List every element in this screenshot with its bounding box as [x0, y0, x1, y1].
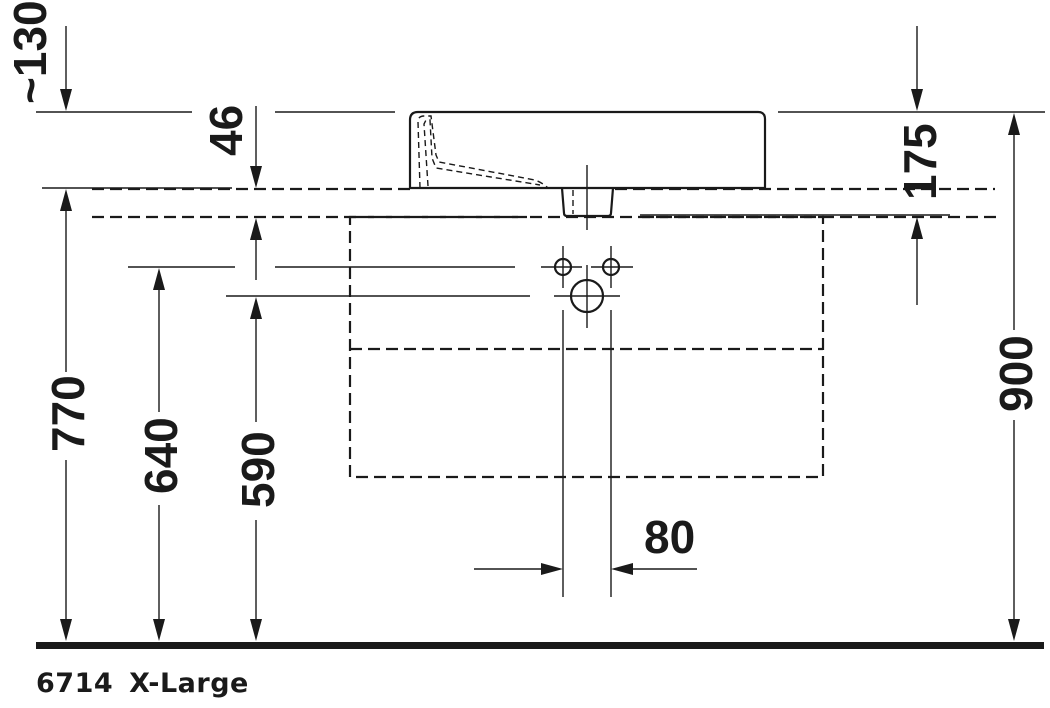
- floor-line: [36, 642, 1044, 649]
- dim-drain-height: 590: [232, 218, 284, 641]
- dim-supply-height: 640: [135, 268, 187, 641]
- dim-label-46: 46: [200, 105, 252, 156]
- dim-rim-to-counter: 46: [200, 105, 262, 188]
- dim-supply-spacing: 80: [474, 511, 697, 575]
- dim-label-640: 640: [135, 417, 187, 494]
- model-size: X-Large: [129, 668, 249, 699]
- dim-label-770: 770: [42, 375, 94, 452]
- dim-basin-top-offset: ~130: [4, 0, 72, 111]
- dim-total-height: 900: [990, 113, 1042, 641]
- dim-label-175: 175: [894, 123, 946, 200]
- extension-lines: [36, 111, 1045, 297]
- dim-label-80: 80: [644, 511, 695, 563]
- dim-counter-height: 770: [42, 189, 94, 641]
- dim-label-130: ~130: [4, 0, 56, 104]
- dim-basin-height: 175: [894, 26, 946, 305]
- model-number: 6714: [36, 668, 114, 699]
- connection-points: [541, 246, 633, 597]
- model-caption: 6714 X-Large: [36, 668, 265, 699]
- basin: [408, 110, 767, 230]
- dim-label-900: 900: [990, 335, 1042, 412]
- dim-label-590: 590: [232, 431, 284, 508]
- vanity-outline: [92, 187, 998, 479]
